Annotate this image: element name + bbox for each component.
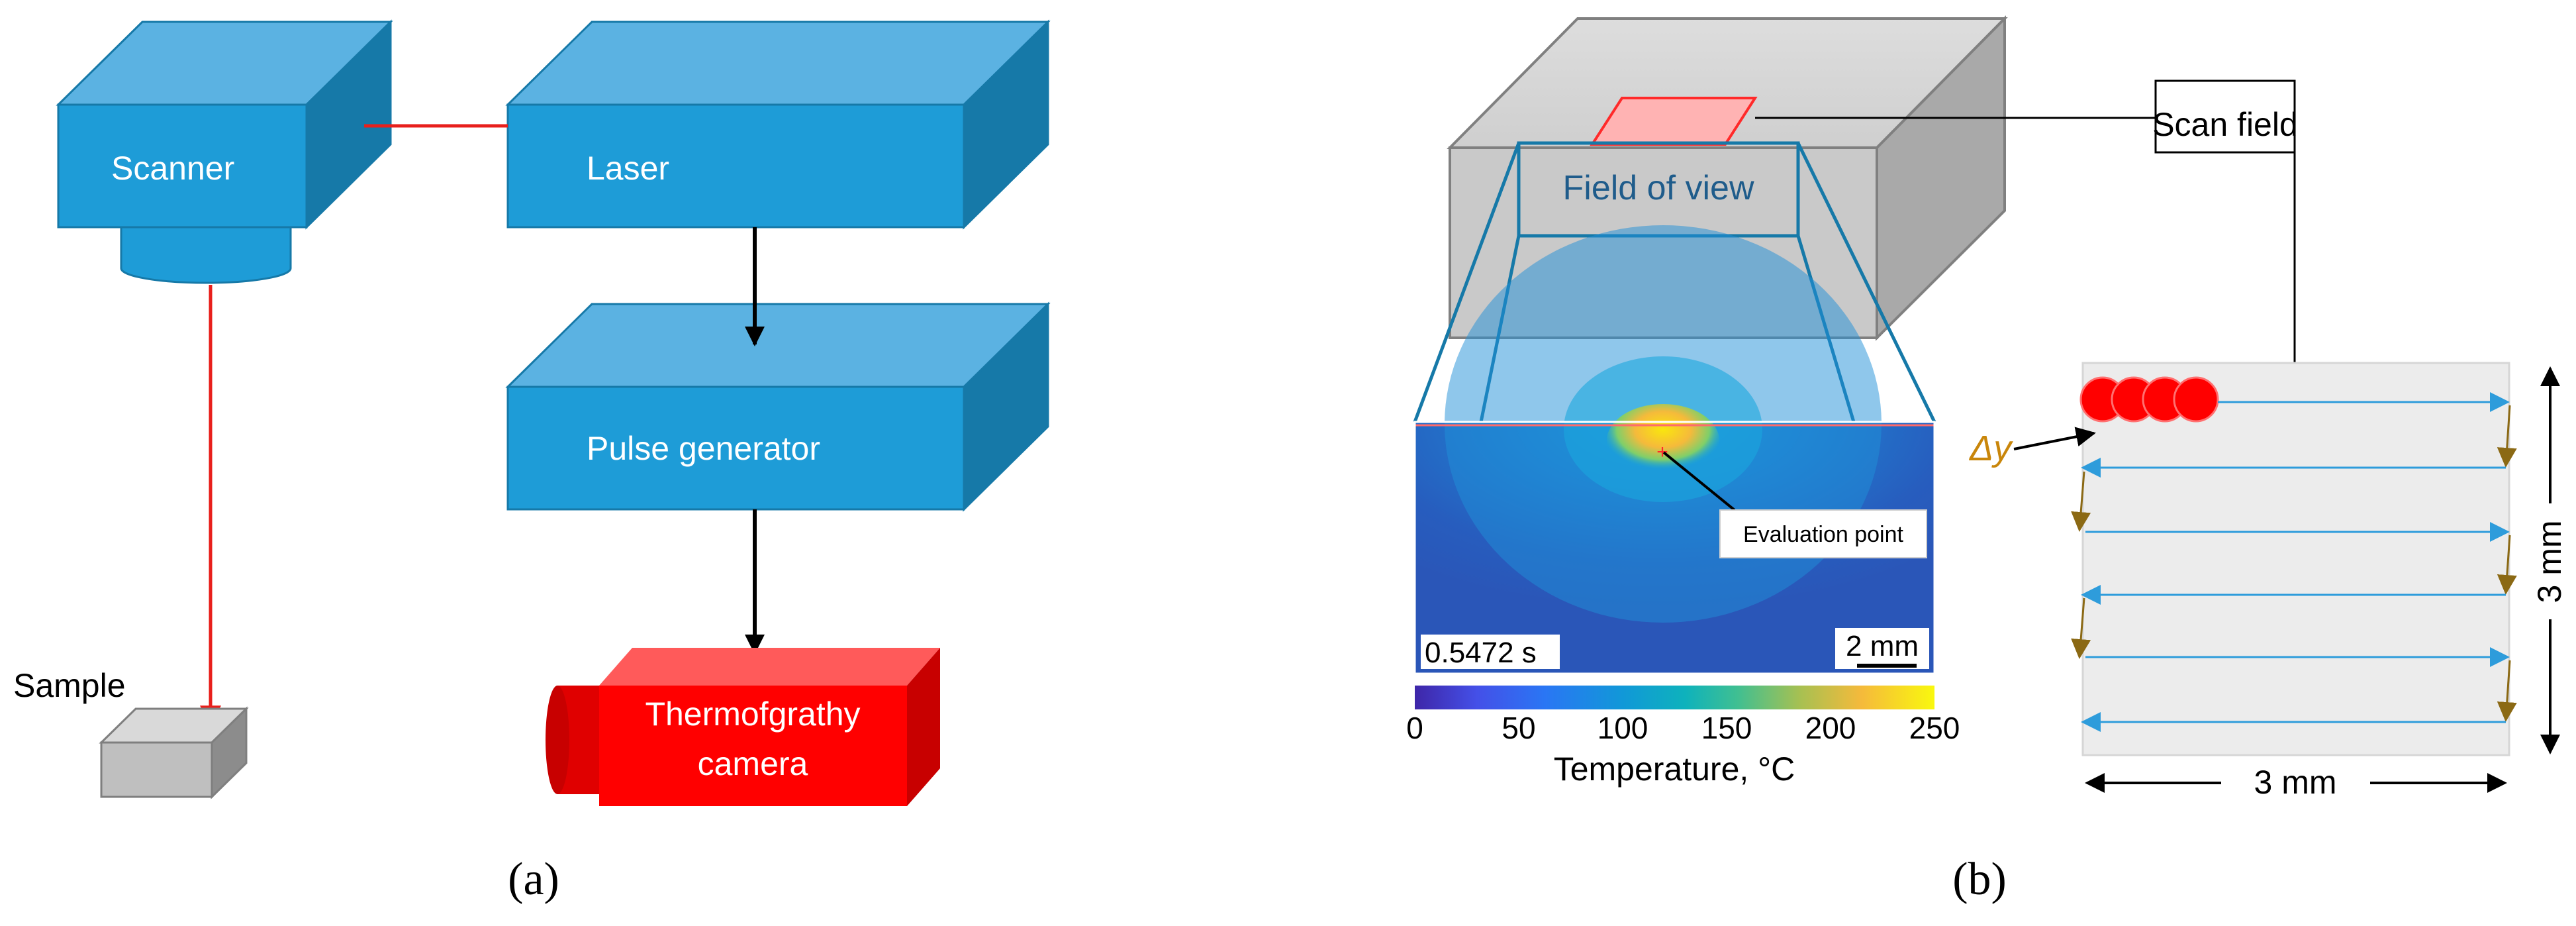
thermal-image: + Evaluation point 0.5472 s 2 mm: [1413, 225, 1936, 675]
colorbar-tick: 100: [1598, 711, 1648, 745]
laser-block: Laser: [505, 19, 1051, 230]
time-stamp-box: [1421, 635, 1560, 669]
colorbar-tick: 150: [1701, 711, 1752, 745]
scanner-label: Scanner: [111, 150, 234, 187]
colorbar-tick: 50: [1502, 711, 1535, 745]
sample-label: Sample: [13, 667, 126, 704]
scan-path: [2071, 392, 2517, 732]
colorbar-label: Temperature, °C: [1554, 750, 1795, 788]
panel-a: Scanner Laser Pulse generator Sample: [13, 19, 1051, 905]
camera-label-line1: Thermofgrathy: [645, 695, 860, 733]
step-arrow: [2497, 405, 2517, 468]
colorbar-tick: 200: [1805, 711, 1856, 745]
colorbar-tick: 0: [1406, 711, 1423, 745]
scan-field-box: [2154, 79, 2296, 154]
sample-block: [99, 706, 249, 799]
field-of-view-label: Field of view: [1563, 169, 1754, 207]
thermography-camera: Thermofgrathy camera: [546, 648, 940, 806]
step-arrow: [2071, 471, 2091, 532]
panel-a-caption: (a): [508, 854, 559, 905]
evaluation-point-pointer: [1662, 451, 1736, 511]
scan-field-label: Scan field: [2152, 106, 2298, 143]
scan-field-marker: [1590, 97, 1758, 146]
step-arrow: [2497, 535, 2517, 595]
panel-b: Field of view + Evaluation point 0.5472 …: [1406, 15, 2568, 905]
colorbar-ticks: 0 50 100 150 200 250: [1406, 711, 1960, 745]
zoom-line-left-outer: [1413, 142, 1521, 423]
laser-spots: [2079, 376, 2219, 423]
zoom-line-right-outer: [1796, 142, 1936, 423]
scale-bar-box: [1835, 628, 1929, 669]
time-stamp: 0.5472 s: [1425, 637, 1537, 669]
evaluation-point-label: Evaluation point: [1743, 522, 1904, 547]
laser-spot: [2173, 376, 2219, 423]
step-arrow: [2071, 597, 2091, 659]
step-arrow: [2497, 660, 2517, 722]
colorbar: [1415, 686, 1934, 709]
laser-label: Laser: [587, 150, 669, 187]
scanner-block: Scanner: [56, 19, 393, 284]
camera-label-line2: camera: [698, 745, 808, 782]
colorbar-tick: 250: [1909, 711, 1960, 745]
width-label: 3 mm: [2254, 764, 2337, 801]
scale-bar-label: 2 mm: [1846, 630, 1919, 662]
panel-b-caption: (b): [1952, 854, 2007, 905]
evaluation-point-box: [1719, 509, 1927, 558]
pulse-generator-label: Pulse generator: [587, 430, 820, 467]
pulse-generator-block: Pulse generator: [505, 301, 1051, 512]
evaluation-point-marker: +: [1656, 441, 1668, 463]
delta-y-pointer: [2013, 427, 2096, 450]
scan-area: [2081, 362, 2510, 756]
height-label: 3 mm: [2531, 521, 2568, 603]
delta-y-label: Δy: [1968, 429, 2013, 468]
